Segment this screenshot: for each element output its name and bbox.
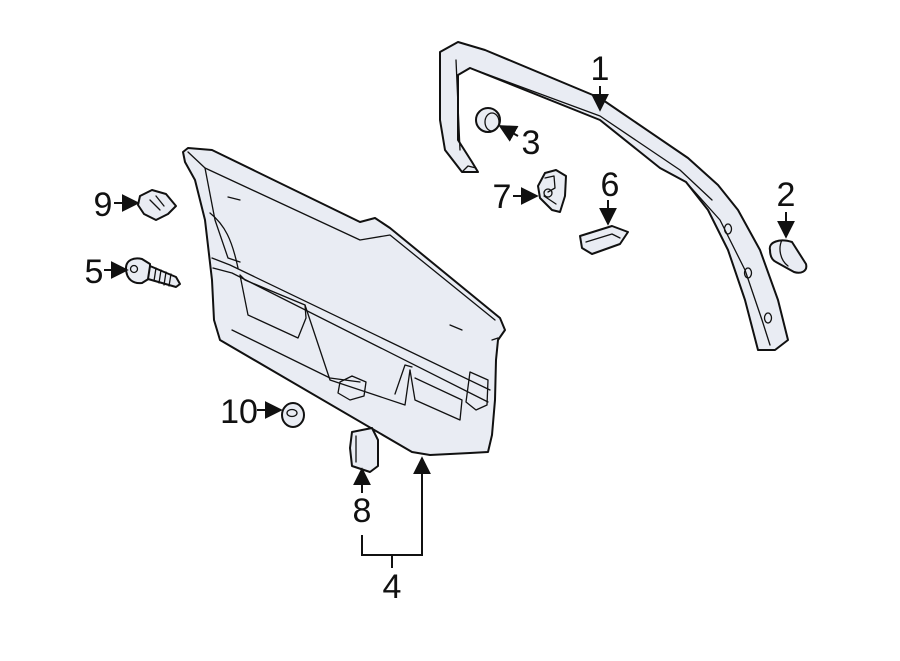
callout-9: 9	[94, 186, 113, 224]
part-5-bolt	[125, 257, 181, 288]
callout-7: 7	[493, 178, 512, 216]
callout-3: 3	[522, 124, 541, 162]
callout-4: 4	[383, 568, 402, 606]
callout-2: 2	[777, 176, 796, 214]
part-9-push-clip	[137, 189, 177, 221]
leader-3	[498, 125, 519, 142]
callout-6: 6	[601, 166, 620, 204]
part-7-clip	[537, 169, 567, 213]
part-10-washer	[281, 402, 305, 428]
part-1-upper-trim	[439, 41, 789, 351]
callout-10: 10	[220, 393, 258, 431]
leader-lines	[104, 86, 795, 568]
callout-8: 8	[353, 492, 372, 530]
callout-5: 5	[85, 253, 104, 291]
part-6-bracket	[579, 225, 629, 255]
callout-1: 1	[591, 50, 610, 88]
part-8-cover	[349, 427, 379, 473]
part-2-cap	[768, 239, 808, 274]
part-4-liftgate-trim-panel	[182, 147, 506, 456]
part-3-grommet	[475, 107, 501, 133]
